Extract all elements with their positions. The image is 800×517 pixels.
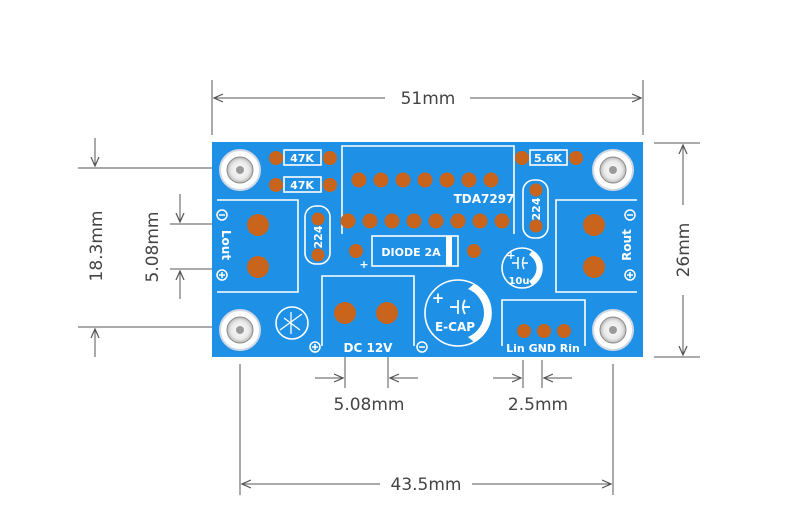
pad-chip bbox=[406, 213, 422, 229]
diode-plus-label: + bbox=[359, 258, 368, 271]
pad-r2-a bbox=[269, 178, 283, 192]
chip-outline bbox=[341, 145, 515, 234]
pad-rout-2 bbox=[583, 256, 605, 278]
dimension-pitch-header-label: 2.5mm bbox=[508, 395, 568, 415]
rout-label: Rout bbox=[620, 229, 634, 261]
diode-label: DIODE 2A bbox=[381, 246, 441, 259]
mounting-hole-bottom-left bbox=[219, 309, 261, 351]
pad-chip bbox=[340, 213, 356, 229]
lout-label: Lout bbox=[219, 230, 233, 260]
r1-label: 47K bbox=[290, 152, 314, 165]
r3-label: 5.6K bbox=[534, 152, 562, 165]
cap-left-label: 224 bbox=[312, 225, 325, 248]
small-cap-label: 10u bbox=[508, 276, 529, 287]
pad-chip bbox=[461, 172, 477, 188]
dimension-width-top-label: 51mm bbox=[401, 89, 456, 109]
dimension-pitch-dc-label: 5.08mm bbox=[334, 395, 405, 415]
pad-header-rin bbox=[557, 324, 571, 338]
pad-lout-2 bbox=[247, 256, 269, 278]
pad-chip bbox=[351, 172, 367, 188]
film-cap-right-outline bbox=[522, 179, 549, 239]
trimmer-symbol-icon bbox=[279, 312, 303, 334]
dimension-height-left-inner bbox=[170, 194, 215, 299]
resistor-3-outline bbox=[529, 149, 568, 166]
pad-cap-left-a bbox=[311, 212, 325, 226]
dimension-height-left-outer bbox=[78, 138, 215, 357]
ecap-symbol-icon bbox=[450, 299, 470, 315]
dc-label: DC 12V bbox=[344, 341, 394, 355]
pad-cap-right-b bbox=[529, 219, 543, 233]
diode-outline bbox=[371, 235, 459, 267]
dimension-height-left-inner-label: 5.08mm bbox=[143, 212, 163, 283]
rout-terminal-outline bbox=[555, 199, 637, 293]
pad-dc-1 bbox=[334, 302, 356, 324]
pad-diode-a bbox=[349, 244, 363, 258]
dimension-height-right-label: 26mm bbox=[674, 223, 694, 278]
pad-r1-b bbox=[323, 151, 337, 165]
pad-lout-1 bbox=[247, 214, 269, 236]
pad-chip bbox=[384, 213, 400, 229]
trimmer-outline bbox=[275, 306, 309, 340]
lout-plus-icon bbox=[216, 269, 228, 281]
small-cap-plus-label: + bbox=[506, 249, 515, 262]
pad-chip bbox=[450, 213, 466, 229]
ecap-label: E-CAP bbox=[435, 320, 475, 334]
pad-chip bbox=[483, 172, 499, 188]
lout-minus-icon bbox=[216, 209, 228, 221]
dimension-pitch-header bbox=[493, 360, 572, 388]
pad-chip bbox=[395, 172, 411, 188]
ecap-band bbox=[468, 284, 492, 342]
rout-minus-icon bbox=[624, 209, 636, 221]
dimension-width-top bbox=[211, 80, 644, 135]
pad-cap-left-b bbox=[311, 248, 325, 262]
dc-plus-icon bbox=[309, 341, 321, 353]
pad-rout-1 bbox=[583, 214, 605, 236]
film-cap-left-outline bbox=[304, 205, 331, 265]
pad-chip bbox=[439, 172, 455, 188]
pad-dc-2 bbox=[376, 302, 398, 324]
pad-chip bbox=[362, 213, 378, 229]
rout-plus-icon bbox=[624, 269, 636, 281]
pad-header-gnd bbox=[537, 324, 551, 338]
dc-terminal-outline bbox=[321, 275, 415, 346]
resistor-1-outline bbox=[283, 149, 322, 166]
mounting-hole-top-left bbox=[219, 149, 261, 191]
r2-label: 47K bbox=[290, 179, 314, 192]
mounting-hole-bottom-right bbox=[592, 309, 634, 351]
lout-terminal-outline bbox=[217, 199, 299, 293]
pad-r3-b bbox=[569, 151, 583, 165]
diode-band bbox=[446, 236, 452, 266]
dimension-hole-spacing bbox=[239, 364, 614, 495]
pad-chip bbox=[428, 213, 444, 229]
dimension-height-left-outer-label: 18.3mm bbox=[87, 211, 107, 282]
header-label: Lin GND Rin bbox=[506, 342, 580, 355]
small-cap-symbol-icon bbox=[512, 256, 528, 270]
cap-right-label: 224 bbox=[530, 197, 543, 220]
pad-chip bbox=[417, 172, 433, 188]
small-cap-outline bbox=[501, 247, 543, 289]
pad-cap-right-a bbox=[529, 183, 543, 197]
pad-r2-b bbox=[323, 178, 337, 192]
header-outline bbox=[501, 299, 586, 346]
dc-minus-icon bbox=[416, 341, 428, 353]
resistor-2-outline bbox=[283, 176, 322, 193]
pad-r1-a bbox=[269, 151, 283, 165]
mounting-hole-top-right bbox=[592, 149, 634, 191]
dimension-height-right bbox=[654, 142, 700, 358]
ecap-plus-label: + bbox=[432, 289, 445, 307]
small-cap-band bbox=[529, 251, 542, 285]
dimension-pitch-dc bbox=[315, 355, 418, 388]
pad-chip bbox=[373, 172, 389, 188]
pad-diode-b bbox=[467, 244, 481, 258]
pad-chip bbox=[472, 213, 488, 229]
chip-label: TDA7297 bbox=[454, 192, 515, 206]
pad-header-lin bbox=[517, 324, 531, 338]
dimension-hole-spacing-label: 43.5mm bbox=[391, 475, 462, 495]
pad-chip bbox=[494, 213, 510, 229]
pad-r3-a bbox=[515, 151, 529, 165]
